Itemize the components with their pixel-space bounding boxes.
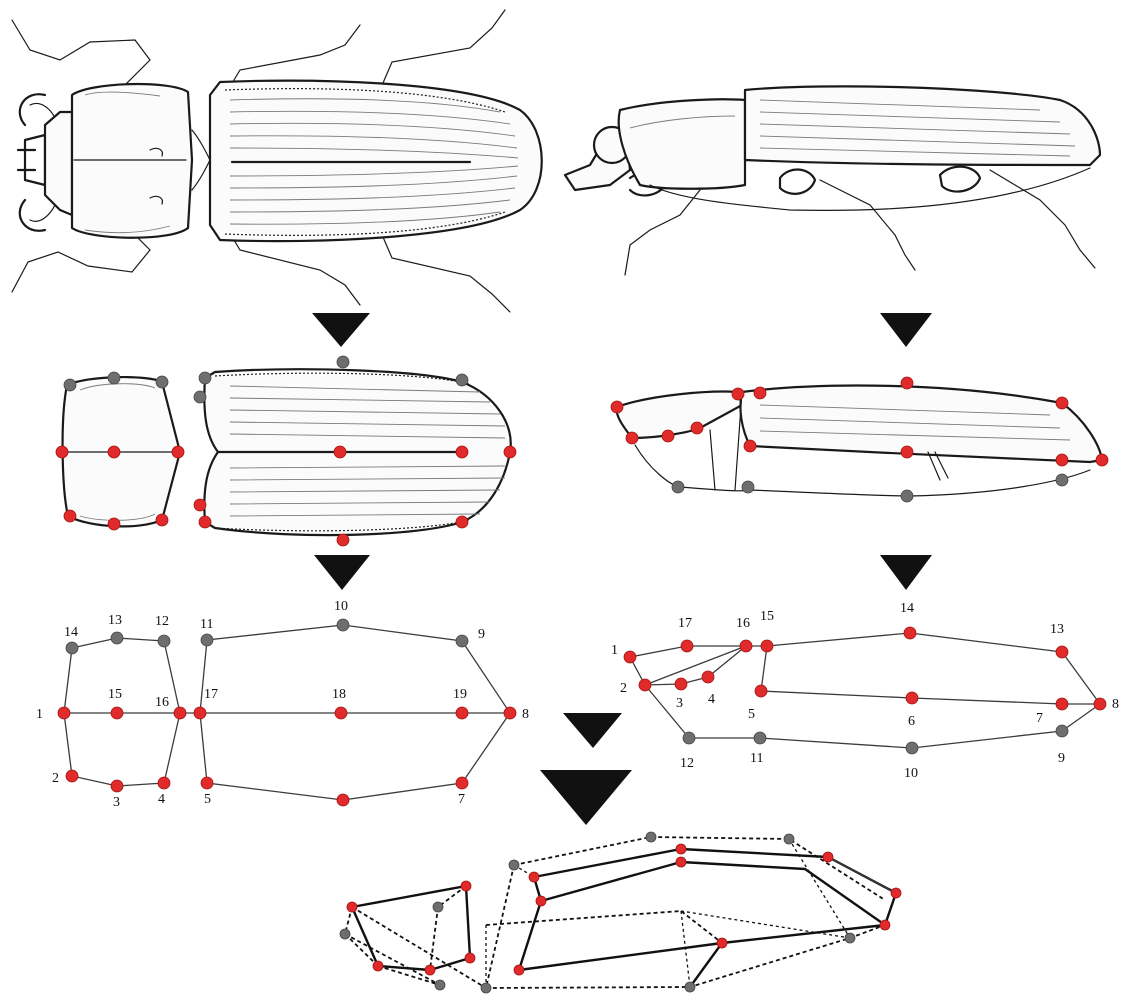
lateral-label-2: 2 [620, 681, 627, 696]
arrow-left-2-icon [314, 555, 370, 590]
lateral-label-1: 1 [611, 643, 618, 658]
lateral-label-12: 12 [680, 756, 694, 771]
lateral-beetle-drawing [565, 86, 1100, 275]
dorsal-label-7: 7 [458, 792, 465, 807]
dorsal-label-11: 11 [200, 617, 213, 632]
dorsal-label-8: 8 [522, 707, 529, 722]
lateral-outline-landmarks [611, 377, 1108, 502]
dorsal-label-10: 10 [334, 599, 348, 614]
lateral-label-7: 7 [1036, 711, 1043, 726]
dorsal-beetle-drawing [12, 10, 542, 312]
lateral-label-17: 17 [678, 616, 692, 631]
lateral-label-13: 13 [1050, 622, 1064, 637]
lateral-label-9: 9 [1058, 751, 1065, 766]
lateral-label-16: 16 [736, 616, 750, 631]
dorsal-label-12: 12 [155, 614, 169, 629]
dorsal-label-13: 13 [108, 613, 122, 628]
lateral-landmark-config: 1 2 3 4 5 6 7 8 9 10 11 12 13 14 15 16 1… [611, 601, 1119, 781]
arrow-merge-small-icon [563, 713, 622, 748]
lateral-label-5: 5 [748, 707, 755, 722]
dorsal-label-18: 18 [332, 687, 346, 702]
lateral-label-14: 14 [900, 601, 914, 616]
lateral-label-6: 6 [908, 714, 915, 729]
arrow-left-1-icon [312, 313, 370, 347]
dorsal-label-16: 16 [155, 695, 169, 710]
lateral-label-4: 4 [708, 692, 715, 707]
arrow-right-2-icon [880, 555, 932, 590]
dorsal-label-15: 15 [108, 687, 122, 702]
dorsal-label-2: 2 [52, 771, 59, 786]
lateral-label-3: 3 [676, 696, 683, 711]
lateral-label-15: 15 [760, 609, 774, 624]
dorsal-label-3: 3 [113, 795, 120, 810]
dorsal-label-4: 4 [158, 792, 165, 807]
arrow-right-1-icon [880, 313, 932, 347]
dorsal-label-19: 19 [453, 687, 467, 702]
arrow-merge-large-icon [540, 770, 632, 825]
dorsal-landmark-config: 1 2 3 4 5 7 8 9 10 11 12 13 14 15 16 17 … [36, 599, 529, 810]
combined-3d-wireframe [340, 832, 901, 993]
dorsal-label-5: 5 [204, 792, 211, 807]
lateral-label-8: 8 [1112, 697, 1119, 712]
dorsal-label-9: 9 [478, 627, 485, 642]
lateral-label-10: 10 [904, 766, 918, 781]
dorsal-outline-landmarks [56, 356, 516, 546]
dorsal-label-14: 14 [64, 625, 78, 640]
dorsal-label-1: 1 [36, 707, 43, 722]
lateral-label-11: 11 [750, 751, 763, 766]
dorsal-label-17: 17 [204, 687, 218, 702]
